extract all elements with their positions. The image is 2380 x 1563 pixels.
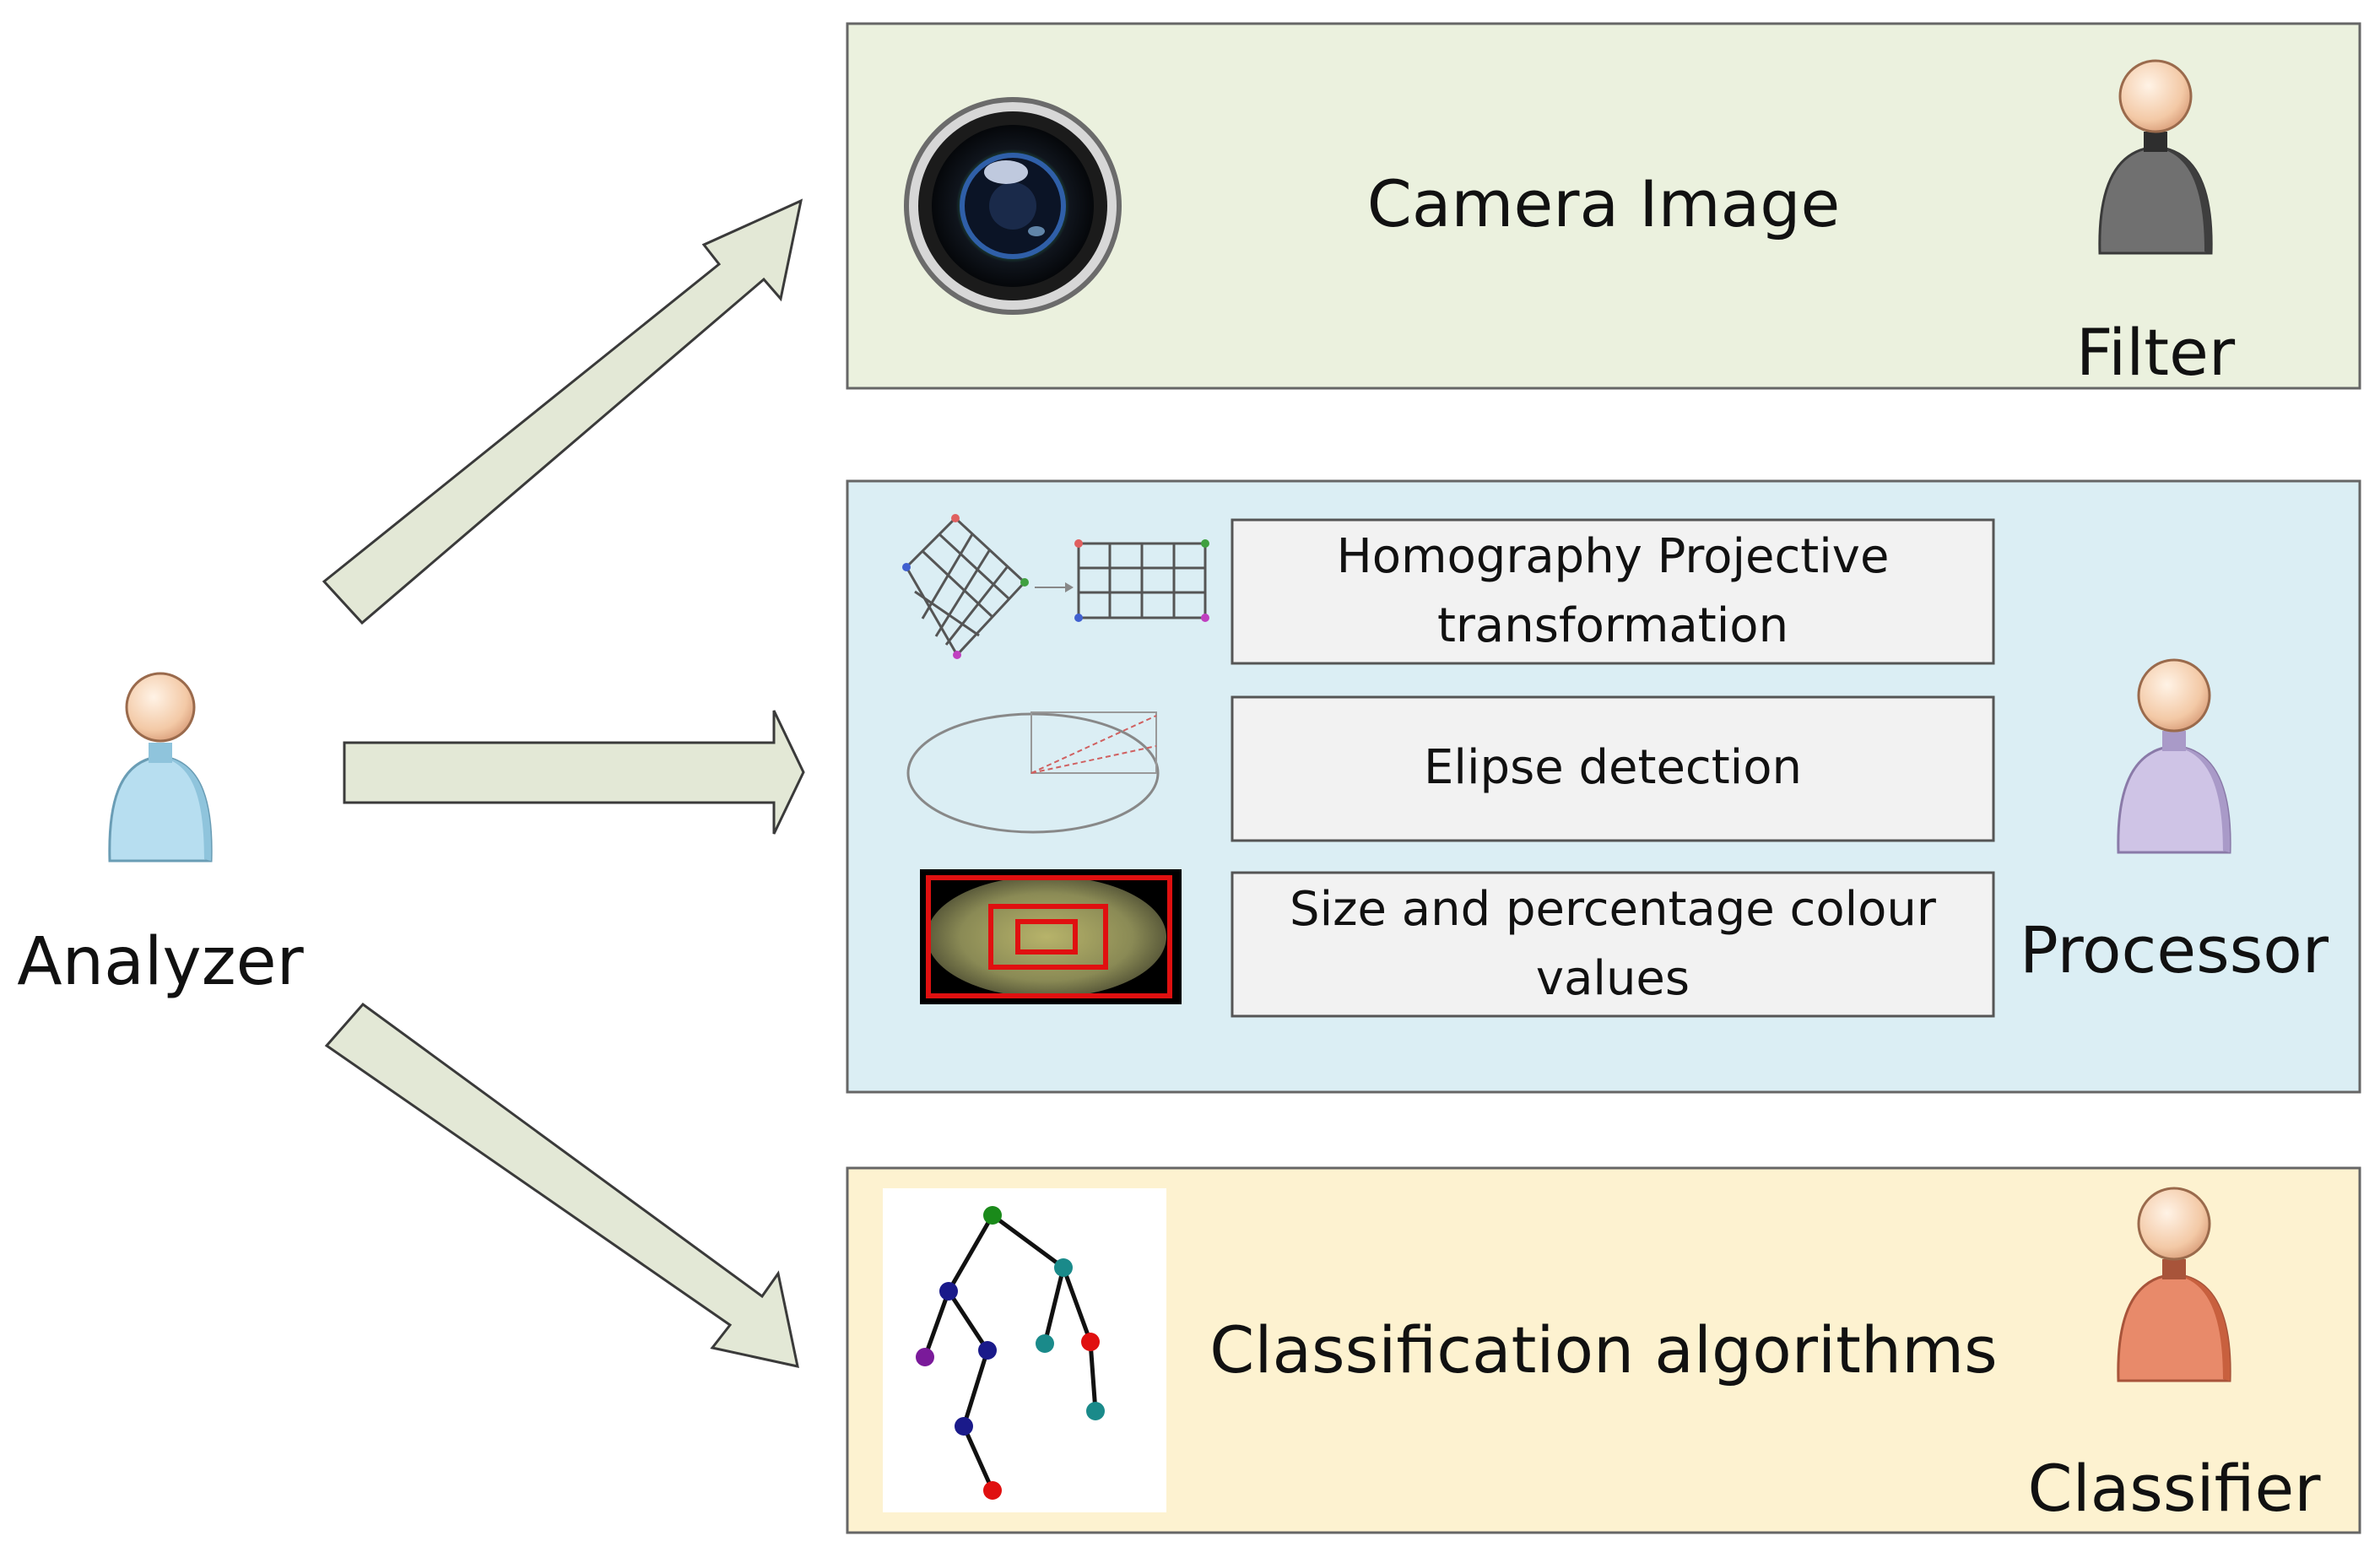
analyzer-label: Analyzer	[17, 924, 304, 1000]
classifier-person-icon	[2117, 1187, 2231, 1382]
arrow-to-camera	[322, 198, 803, 625]
analyzer-person-icon	[108, 672, 213, 863]
arrow-to-processor	[343, 710, 805, 835]
step-ellipse: Elipse detection	[1231, 695, 1995, 842]
arrow-to-classifier	[324, 1002, 799, 1368]
processor-label: Processor	[2020, 912, 2329, 987]
processor-person-icon	[2117, 658, 2231, 854]
classifier-panel-title: Classification algorithms	[1209, 1312, 1997, 1387]
homography-grid-icon	[902, 514, 1209, 659]
ellipse-detection-icon	[906, 711, 1160, 834]
filter-label: Filter	[2076, 315, 2236, 390]
camera-lens-icon	[904, 97, 1122, 315]
step-ellipse-line1: Elipse detection	[1424, 740, 1802, 795]
filter-person-icon	[2098, 59, 2213, 255]
step-homography-line2: transformation	[1437, 598, 1788, 653]
classifier-label: Classifier	[2028, 1451, 2322, 1526]
step-size-colour: Size and percentage colour values	[1231, 871, 1995, 1018]
colour-size-icon	[920, 869, 1182, 1004]
step-size-colour-line1: Size and percentage colour	[1290, 882, 1937, 937]
camera-panel-title: Camera Image	[1367, 166, 1840, 241]
decision-tree-icon	[883, 1188, 1166, 1512]
step-homography: Homography Projective transformation	[1231, 518, 1995, 665]
step-size-colour-line2: values	[1536, 951, 1690, 1006]
step-homography-line1: Homography Projective	[1337, 529, 1890, 584]
